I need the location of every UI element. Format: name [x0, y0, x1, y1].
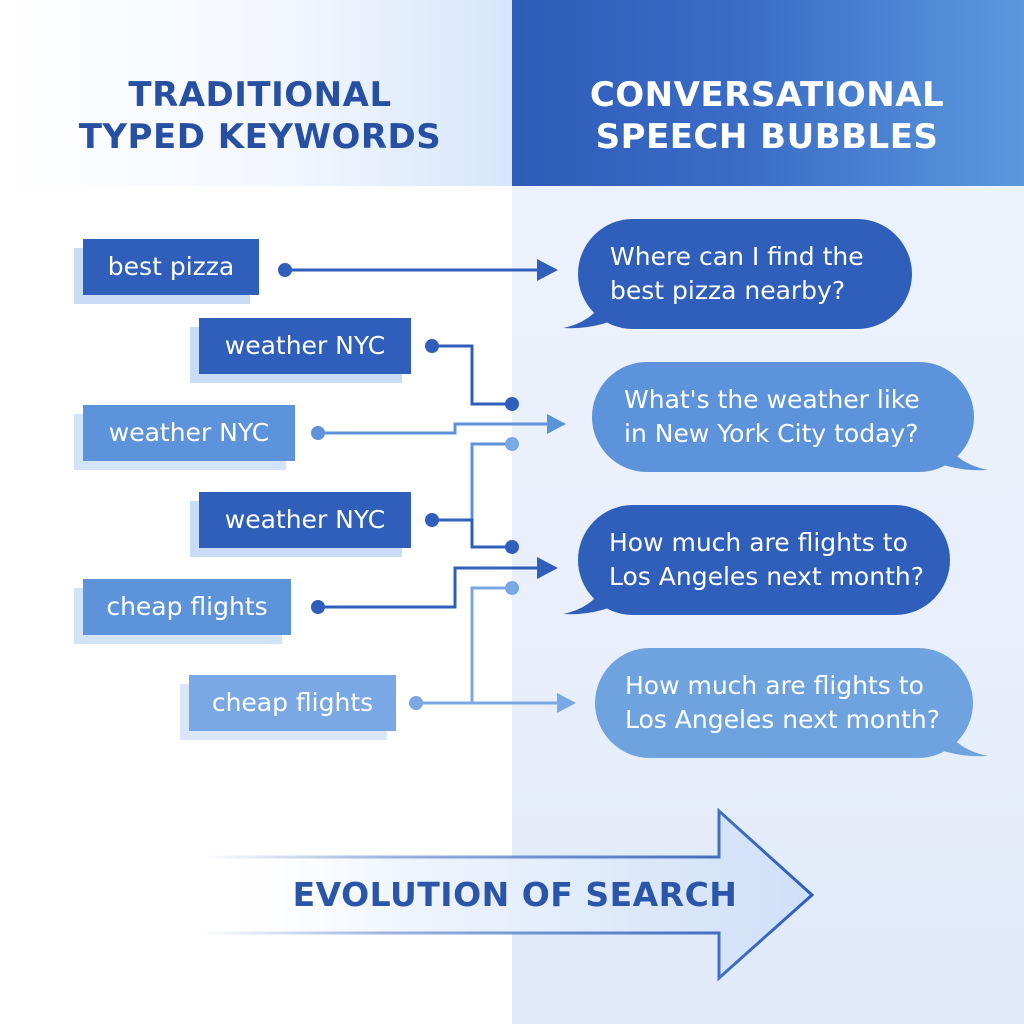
- connector-weather-lower: [432, 518, 512, 549]
- connector-dot: [505, 437, 519, 451]
- speech-bubble-text: How much are flights to Los Angeles next…: [609, 528, 924, 591]
- connector-dot: [278, 263, 292, 277]
- evolution-arrow-shape: [198, 807, 815, 982]
- arrowhead: [537, 557, 558, 579]
- left-header: [0, 0, 512, 186]
- connector-dot: [311, 600, 325, 614]
- connector-dot: [425, 339, 439, 353]
- speech-bubble-1: [563, 219, 912, 329]
- arrowhead: [537, 259, 558, 281]
- right-header-title: CONVERSATIONAL SPEECH BUBBLES: [589, 75, 945, 157]
- keyword-box: weather NYC: [83, 405, 295, 461]
- keyword-box: best pizza: [83, 239, 259, 295]
- right-header: [512, 0, 1024, 186]
- speech-bubble-4: [595, 648, 988, 758]
- speech-bubble-3: [563, 505, 950, 615]
- connector-weather-upper: [432, 344, 512, 406]
- connector-flights-upper: [318, 566, 540, 609]
- keyword-box: weather NYC: [199, 318, 411, 374]
- connector-feeder: [470, 442, 512, 520]
- left-header-title: TRADITIONAL TYPED KEYWORDS: [78, 75, 442, 157]
- speech-bubble-2: [592, 362, 988, 472]
- keyword-box: cheap flights: [189, 675, 396, 731]
- speech-bubble-text: How much are flights to Los Angeles next…: [625, 671, 940, 734]
- connector-dot: [505, 540, 519, 554]
- connector-weather-middle: [318, 422, 550, 435]
- evolution-label: EVOLUTION OF SEARCH: [292, 875, 738, 914]
- keyword-box: weather NYC: [199, 492, 411, 548]
- arrowhead: [557, 693, 576, 713]
- connector-dot: [311, 426, 325, 440]
- connector-feeder-lower: [470, 586, 512, 703]
- connector-dot: [425, 513, 439, 527]
- connector-dot: [505, 397, 519, 411]
- speech-bubble-text: Where can I find the best pizza nearby?: [610, 242, 864, 305]
- arrowhead: [547, 414, 566, 434]
- connector-dot: [505, 581, 519, 595]
- connector-dot: [409, 696, 423, 710]
- keyword-box: cheap flights: [83, 579, 291, 635]
- speech-bubble-text: What's the weather like in New York City…: [624, 385, 920, 448]
